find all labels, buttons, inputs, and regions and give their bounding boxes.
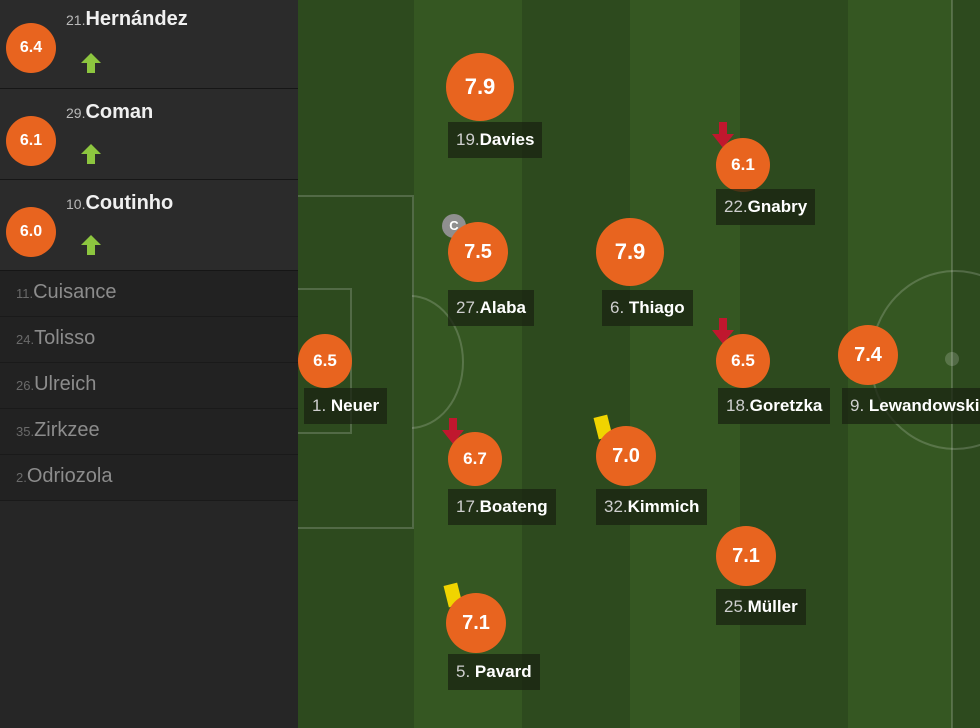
bench-player-row[interactable]: 2.Odriozola	[0, 455, 298, 501]
rating-badge: 6.0	[6, 207, 56, 257]
rating-badge[interactable]: 7.9	[596, 218, 664, 286]
player-name-label[interactable]: 9. Lewandowski	[842, 388, 980, 424]
rating-badge[interactable]: 6.7	[448, 432, 502, 486]
sub-in-arrow-icon	[81, 144, 101, 164]
player-name: 21.Hernández	[66, 8, 188, 30]
player-name: 2.Odriozola	[16, 465, 113, 487]
sub-out-arrow-icon	[712, 122, 734, 148]
rating-badge[interactable]: 7.5	[448, 222, 508, 282]
rating-badge[interactable]: 6.5	[298, 334, 352, 388]
player-name: 24.Tolisso	[16, 327, 96, 349]
bench-player-row[interactable]: 35.Zirkzee	[0, 409, 298, 455]
sub-out-arrow-icon	[442, 418, 464, 444]
substitute-row[interactable]: 6.0 10.Coutinho	[0, 180, 298, 271]
player-name: 29.Coman	[66, 101, 154, 123]
rating-badge[interactable]: 7.0	[596, 426, 656, 486]
player-name-label[interactable]: 25.Müller	[716, 589, 806, 625]
rating-badge: 6.1	[6, 116, 56, 166]
bench-player-row[interactable]: 26.Ulreich	[0, 363, 298, 409]
player-name: 10.Coutinho	[66, 192, 174, 214]
sub-in-arrow-icon	[81, 235, 101, 255]
player-name: 35.Zirkzee	[16, 419, 100, 441]
rating-badge[interactable]: 6.5	[716, 334, 770, 388]
rating-badge[interactable]: 7.1	[446, 593, 506, 653]
player-name-label[interactable]: 27.Alaba	[448, 290, 534, 326]
player-name-label[interactable]: 19.Davies	[448, 122, 543, 158]
sub-out-arrow-icon	[712, 318, 734, 344]
center-spot	[945, 352, 959, 366]
player-name-label[interactable]: 22.Gnabry	[716, 189, 816, 225]
pitch: 7.9 19.Davies 6.1 22.Gnabry C 7.5 27.Ala…	[298, 0, 980, 728]
bench-player-row[interactable]: 24.Tolisso	[0, 317, 298, 363]
rating-badge[interactable]: 7.4	[838, 325, 898, 385]
sub-in-arrow-icon	[81, 53, 101, 73]
rating-badge[interactable]: 7.9	[446, 53, 514, 121]
player-name-label[interactable]: 17.Boateng	[448, 489, 556, 525]
player-name-label[interactable]: 32.Kimmich	[596, 489, 708, 525]
player-name-label[interactable]: 6. Thiago	[602, 290, 693, 326]
rating-badge[interactable]: 6.1	[716, 138, 770, 192]
player-name-label[interactable]: 1. Neuer	[304, 388, 388, 424]
substitute-row[interactable]: 6.4 21.Hernández	[0, 0, 298, 89]
substitutes-panel: 6.4 21.Hernández 6.1 29.Coman 6.0 10.Cou…	[0, 0, 298, 728]
player-name-label[interactable]: 5. Pavard	[448, 654, 540, 690]
player-name-label[interactable]: 18.Goretzka	[718, 388, 831, 424]
player-name: 26.Ulreich	[16, 373, 97, 395]
rating-badge: 6.4	[6, 23, 56, 73]
player-name: 11.Cuisance	[16, 281, 117, 303]
substitute-row[interactable]: 6.1 29.Coman	[0, 89, 298, 180]
rating-badge[interactable]: 7.1	[716, 526, 776, 586]
pitch-stripe	[522, 0, 630, 728]
bench-player-row[interactable]: 11.Cuisance	[0, 271, 298, 317]
